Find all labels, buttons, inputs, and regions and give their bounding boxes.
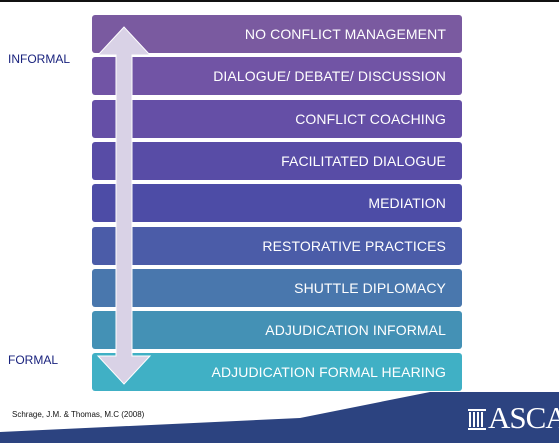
level-bar: SHUTTLE DIPLOMACY xyxy=(92,268,462,307)
footer-band xyxy=(0,392,559,443)
level-label: CONFLICT COACHING xyxy=(295,110,446,127)
level-label: DIALOGUE/ DEBATE/ DISCUSSION xyxy=(213,68,446,85)
level-label: SHUTTLE DIPLOMACY xyxy=(294,279,446,296)
logo-text: ASCA xyxy=(488,400,559,435)
asca-logo: ASCA xyxy=(468,399,559,433)
level-bar: MEDIATION xyxy=(92,184,462,223)
level-bar: ADJUDICATION FORMAL HEARING xyxy=(92,353,462,392)
footer-band-shape xyxy=(0,392,559,443)
level-label: ADJUDICATION FORMAL HEARING xyxy=(211,364,446,381)
informal-label: INFORMAL xyxy=(8,52,71,66)
level-label: FACILITATED DIALOGUE xyxy=(281,152,446,169)
level-bar: NO CONFLICT MANAGEMENT xyxy=(92,15,462,53)
level-bar: CONFLICT COACHING xyxy=(92,99,462,138)
top-rule xyxy=(0,0,559,2)
level-label: ADJUDICATION INFORMAL xyxy=(265,322,446,339)
level-label: MEDIATION xyxy=(368,195,446,212)
citation: Schrage, J.M. & Thomas, M.C (2008) xyxy=(12,410,145,419)
level-bar: FACILITATED DIALOGUE xyxy=(92,141,462,180)
double-arrow-shape xyxy=(96,26,152,385)
level-bar: DIALOGUE/ DEBATE/ DISCUSSION xyxy=(92,57,462,96)
level-label: RESTORATIVE PRACTICES xyxy=(262,237,446,254)
level-bar: ADJUDICATION INFORMAL xyxy=(92,311,462,350)
formal-label: FORMAL xyxy=(8,353,59,367)
level-label: NO CONFLICT MANAGEMENT xyxy=(244,26,446,42)
columns-icon xyxy=(468,409,486,430)
level-bar: RESTORATIVE PRACTICES xyxy=(92,226,462,265)
